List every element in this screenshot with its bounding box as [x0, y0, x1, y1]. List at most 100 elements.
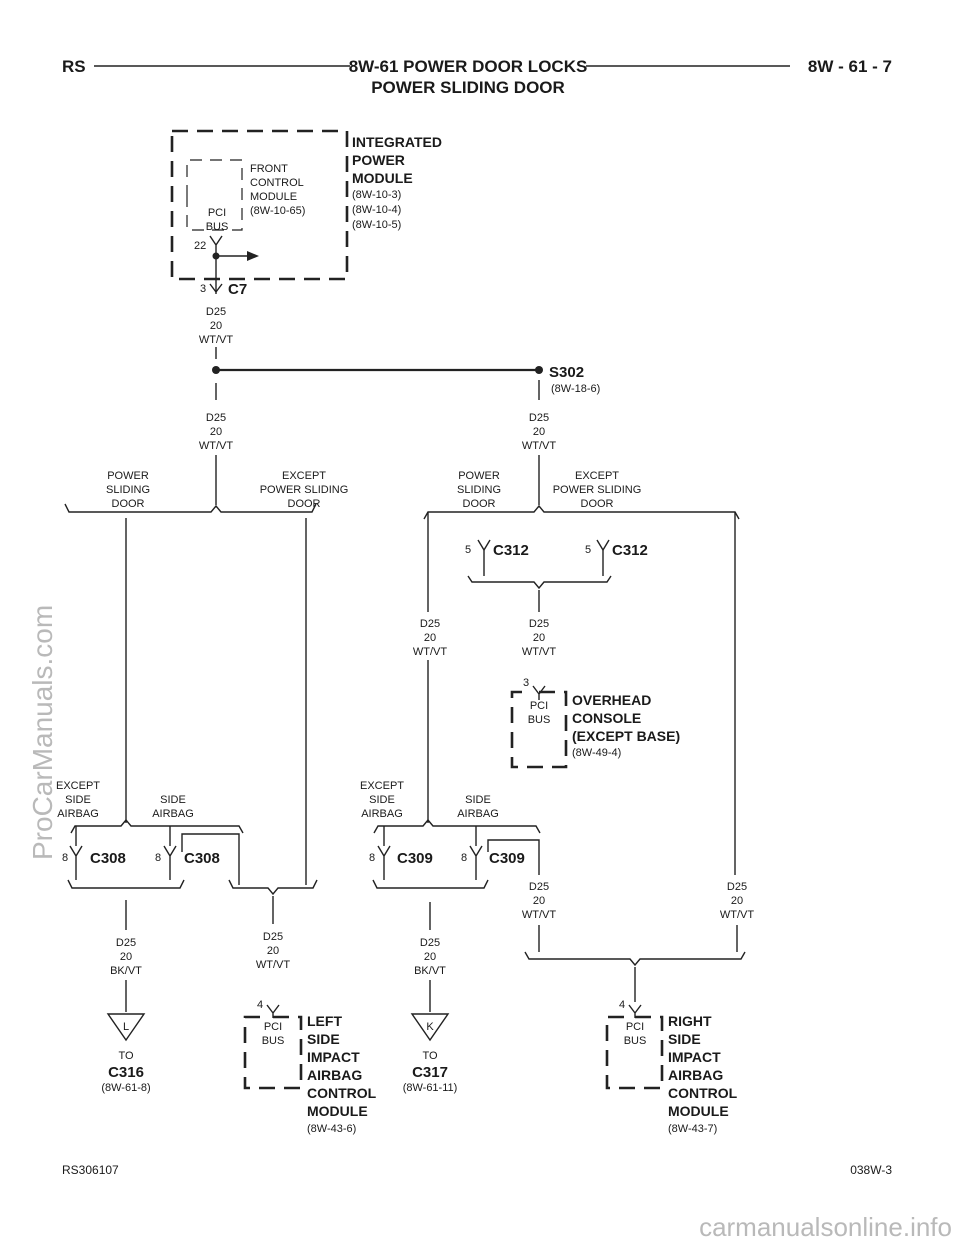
- to-c316-triangle-icon: [106, 1013, 146, 1042]
- right-sab-title-2: SIDE: [668, 1031, 701, 1047]
- c308-label-right: C308: [184, 850, 220, 867]
- header-page-number: 8W - 61 - 7: [808, 57, 892, 76]
- to-c316-name: C316: [108, 1064, 144, 1081]
- wire-right-gauge: 20: [533, 426, 545, 438]
- overhead-pin-terminal: [532, 685, 546, 700]
- overhead-box: [510, 690, 568, 769]
- opt-psd-left-2: SLIDING: [106, 484, 150, 496]
- header-left: RS: [62, 57, 86, 76]
- fcm-label-1: FRONT: [250, 163, 288, 175]
- ipm-title-2: POWER: [352, 152, 405, 168]
- overhead-title-3: (EXCEPT BASE): [572, 728, 680, 744]
- right-sab-title-3: IMPACT: [668, 1049, 721, 1065]
- right-sab-merge-bracket: [524, 951, 746, 967]
- c308-pin-right: 8: [155, 852, 161, 864]
- right-sab-title-5: CONTROL: [668, 1085, 738, 1101]
- left-sab-merge-bracket: [228, 879, 318, 896]
- c312-label-right: C312: [612, 542, 648, 559]
- opt-except-psd-left-2: POWER SLIDING: [260, 484, 349, 496]
- to-c317-to: TO: [422, 1050, 438, 1062]
- wire-left-sab-color: WT/VT: [256, 959, 290, 971]
- splice-ref: (8W-18-6): [551, 383, 600, 395]
- footer-right: 038W-3: [850, 1163, 892, 1177]
- opt-except-psd-left-3: DOOR: [288, 498, 321, 510]
- opt-side-airbag-right-1: SIDE: [465, 794, 491, 806]
- wire-c7-circuit: D25: [206, 306, 226, 318]
- wire-left-sab-circuit: D25: [263, 931, 283, 943]
- left-sab-title-1: LEFT: [307, 1013, 342, 1029]
- left-sab-bus-2: BUS: [262, 1035, 285, 1047]
- left-sab-title-2: SIDE: [307, 1031, 340, 1047]
- opt-except-airbag-left-2: SIDE: [65, 794, 91, 806]
- c312-pin-right: 5: [585, 544, 591, 556]
- wire-far-right-gauge: 20: [731, 895, 743, 907]
- c308-pin-left: 8: [62, 852, 68, 864]
- c309-jumper-wire: [487, 839, 540, 875]
- c309-terminal-right: [469, 845, 483, 880]
- wire-mid-left-circuit: D25: [420, 618, 440, 630]
- wire-mid-right-color: WT/VT: [522, 646, 556, 658]
- ipm-ref-2: (8W-10-4): [352, 204, 401, 216]
- c312-label-left: C312: [493, 542, 529, 559]
- c308-out-bracket: [67, 879, 185, 889]
- c309-label-left: C309: [397, 850, 433, 867]
- wire-c7-gauge: 20: [210, 320, 222, 332]
- ipm-ref-3: (8W-10-5): [352, 219, 401, 231]
- opt-except-airbag-right-1: EXCEPT: [360, 780, 404, 792]
- header-subtitle: POWER SLIDING DOOR: [371, 78, 565, 97]
- left-sab-title-5: CONTROL: [307, 1085, 377, 1101]
- wire-left-gauge: 20: [210, 426, 222, 438]
- c308-terminal-right: [163, 845, 177, 880]
- wire-left-circuit: D25: [206, 412, 226, 424]
- c312-terminal-right: [596, 539, 610, 552]
- c309-out-bracket: [372, 879, 489, 889]
- left-sab-title-4: AIRBAG: [307, 1067, 362, 1083]
- ipm-title-3: MODULE: [352, 170, 413, 186]
- wire-c317-gauge: 20: [424, 951, 436, 963]
- opt-side-airbag-left-2: AIRBAG: [152, 808, 194, 820]
- overhead-bus-2: BUS: [528, 714, 551, 726]
- opt-psd-right-2: SLIDING: [457, 484, 501, 496]
- ipm-title-1: INTEGRATED: [352, 134, 442, 150]
- fcm-bus-label-2: BUS: [206, 221, 229, 233]
- opt-except-airbag-right-2: SIDE: [369, 794, 395, 806]
- c7-label: C7: [228, 281, 247, 298]
- fcm-bus-label-1: PCI: [208, 207, 226, 219]
- overhead-ref: (8W-49-4): [572, 747, 621, 759]
- fcm-pin-number: 22: [194, 240, 206, 252]
- opt-except-psd-right-1: EXCEPT: [575, 470, 619, 482]
- opt-psd-left-3: DOOR: [112, 498, 145, 510]
- splice-label: S302: [549, 364, 584, 381]
- opt-except-psd-left-1: EXCEPT: [282, 470, 326, 482]
- c308-label-left: C308: [90, 850, 126, 867]
- wire-c7-color: WT/VT: [199, 334, 233, 346]
- internal-branch-arrow-icon: [247, 251, 259, 261]
- opt-except-airbag-right-3: AIRBAG: [361, 808, 403, 820]
- right-sab-pin: 4: [619, 999, 625, 1011]
- wire-far-right-circuit: D25: [727, 881, 747, 893]
- wire-left-sab-gauge: 20: [267, 945, 279, 957]
- wire-far-right-color: WT/VT: [720, 909, 754, 921]
- wire-left-color: WT/VT: [199, 440, 233, 452]
- to-c317-letter: K: [426, 1021, 434, 1033]
- c309-option-bracket: [373, 818, 541, 834]
- right-sab-box: [605, 1015, 664, 1090]
- fcm-label-2: CONTROL: [250, 177, 304, 189]
- to-c316-to: TO: [118, 1050, 134, 1062]
- c309-pin-left: 8: [369, 852, 375, 864]
- c7-terminal: [209, 283, 223, 294]
- left-sab-box: [243, 1015, 303, 1090]
- overhead-bus-1: PCI: [530, 700, 548, 712]
- to-c317-triangle-icon: [410, 1013, 450, 1042]
- wire-c309-jumper-color: WT/VT: [522, 909, 556, 921]
- wire-c316-circuit: D25: [116, 937, 136, 949]
- wire-c309-jumper-circuit: D25: [529, 881, 549, 893]
- left-sab-title-3: IMPACT: [307, 1049, 360, 1065]
- to-c317-ref: (8W-61-11): [403, 1082, 458, 1094]
- overhead-title-1: OVERHEAD: [572, 692, 651, 708]
- to-c316-letter: L: [123, 1021, 129, 1033]
- left-sab-pin: 4: [257, 999, 263, 1011]
- c7-pin: 3: [200, 283, 206, 295]
